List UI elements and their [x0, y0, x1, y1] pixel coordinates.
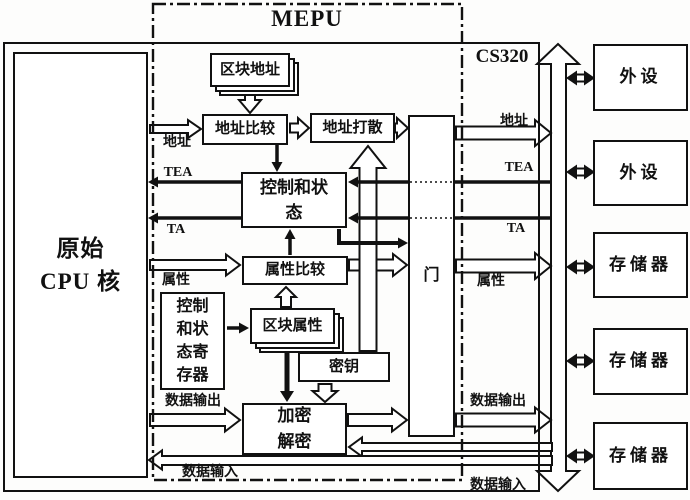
- system-bus-arrow: [534, 42, 582, 493]
- data-out-label-left: 数据输出: [165, 394, 221, 409]
- address-label-right: 地址: [500, 114, 528, 129]
- ta-label-right: TA: [506, 221, 526, 236]
- gate-box: 门: [408, 115, 455, 437]
- encrypt-decrypt-box: 加密 解密: [242, 403, 347, 455]
- attribute-arrow-gate-to-bus: [455, 250, 553, 282]
- tea-label-right: TEA: [504, 160, 534, 175]
- bus-device-connector-heads: [566, 70, 595, 464]
- address-compare-box: 地址比较: [202, 114, 288, 145]
- cs320-title: CS320: [475, 46, 529, 67]
- tea-label-left: TEA: [163, 165, 193, 180]
- control-status-box: 控制和状 态: [241, 172, 347, 228]
- control-status-registers-box: 控制 和状 态寄 存器: [160, 292, 225, 390]
- cpu-core-box: 原始 CPU 核: [13, 52, 148, 478]
- data-out-label-right: 数据输出: [470, 394, 526, 409]
- address-arrow-gate-to-bus: [455, 117, 553, 149]
- peripheral-box: 外设: [593, 140, 688, 206]
- data-in-label-right: 数据输入: [470, 478, 526, 493]
- ta-label-left: TA: [166, 222, 186, 237]
- mepu-title: MEPU: [271, 6, 343, 31]
- memory-box: 存储器: [593, 232, 688, 298]
- key-box: 密钥: [298, 352, 390, 382]
- attribute-label-left: 属性: [162, 273, 190, 288]
- data-in-label-left: 数据输入: [182, 465, 238, 480]
- attribute-compare-box: 属性比较: [242, 256, 348, 285]
- peripheral-box: 外设: [593, 44, 688, 111]
- address-label-left: 地址: [163, 135, 191, 150]
- address-scatter-box: 地址打散: [310, 113, 395, 143]
- memory-box: 存储器: [593, 328, 688, 395]
- memory-box: 存储器: [593, 422, 688, 490]
- attribute-label-right: 属性: [477, 274, 505, 289]
- block-address-box: 区块地址: [210, 53, 290, 87]
- block-attribute-box: 区块属性: [250, 308, 335, 344]
- dataout-arrow-gate-to-bus: [455, 405, 553, 435]
